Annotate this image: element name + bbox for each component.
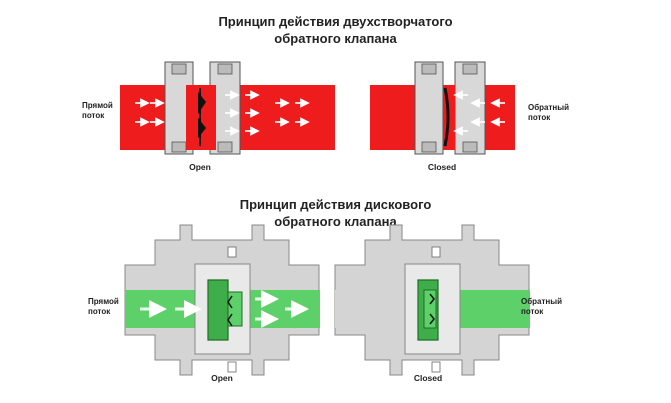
flow-arrows-reverse [453, 90, 530, 136]
open-caption: Open [189, 162, 211, 172]
forward-flow-label: Прямой поток [88, 297, 119, 316]
dual-valve-open [120, 61, 335, 155]
disc-valve-open [124, 224, 320, 376]
disc-valve-title-line1: Принцип действия дискового [239, 197, 432, 212]
flow-arrows-forward [140, 290, 309, 328]
disc-valve-title-line2: обратного клапана [274, 214, 397, 229]
open-caption: Open [211, 373, 233, 383]
reverse-flow-label: Обратный поток [521, 297, 562, 316]
forward-flow-label: Прямой поток [82, 101, 113, 120]
flow-arrows-forward [135, 90, 310, 136]
dual-valve-title-line2: обратного клапана [274, 31, 397, 46]
dual-valve-title-line1: Принцип действия двухстворчатого [218, 14, 453, 29]
dual-valve-closed [370, 61, 530, 155]
closed-caption: Closed [413, 373, 443, 383]
reverse-flow-label: Обратный поток [528, 103, 569, 122]
disc-valve-closed [334, 224, 530, 376]
closed-caption: Closed [427, 162, 457, 172]
